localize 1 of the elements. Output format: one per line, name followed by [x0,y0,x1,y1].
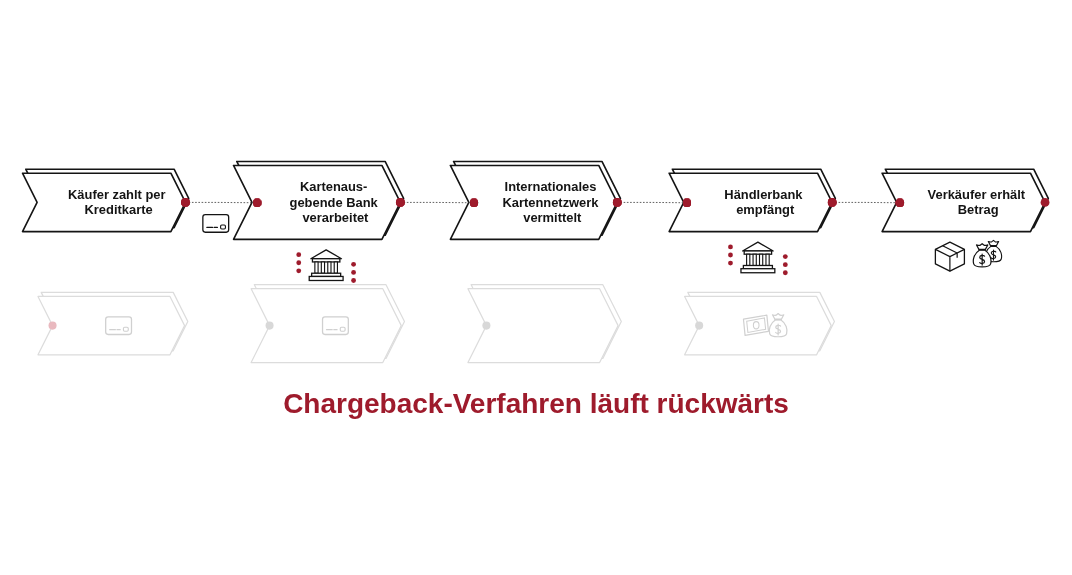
note-text: Chargeback-Verfahren läuft rückwärts [283,387,789,420]
